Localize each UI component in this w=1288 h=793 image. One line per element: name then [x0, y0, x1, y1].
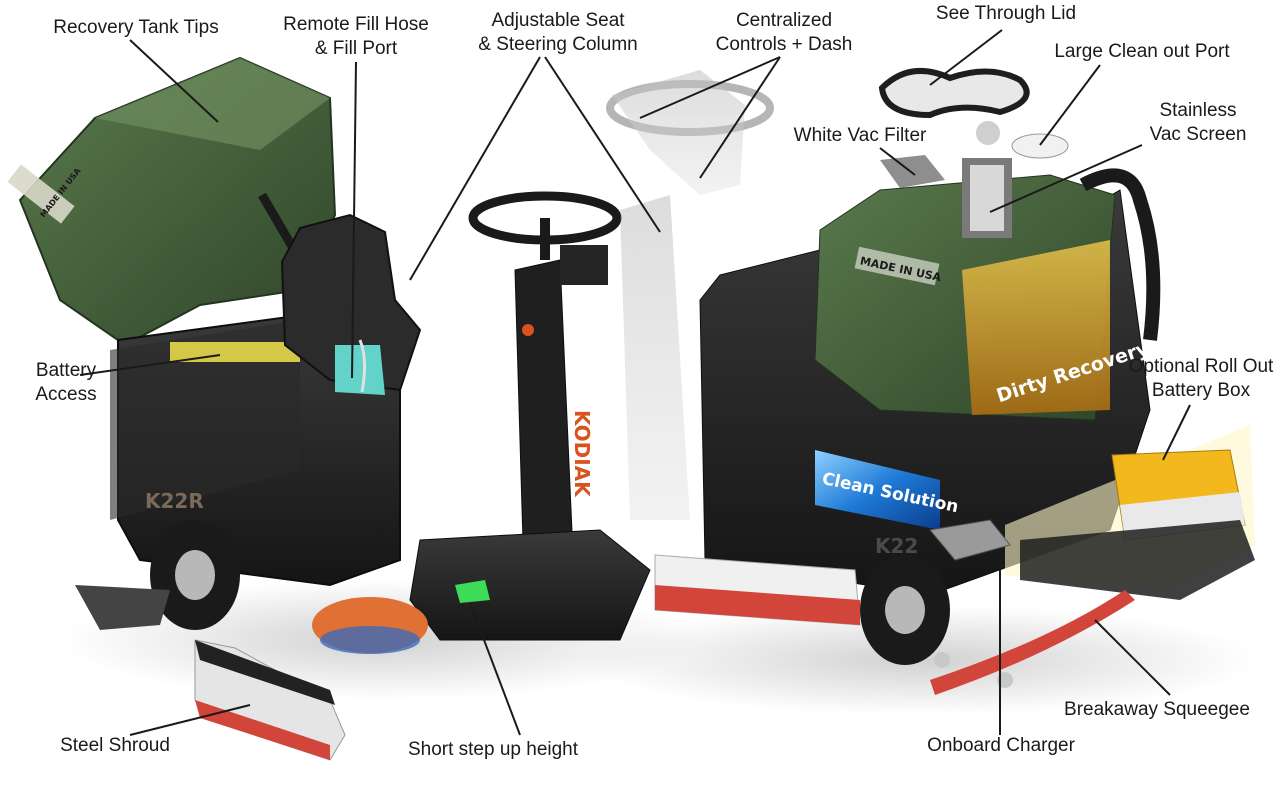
onboard-charger: [929, 519, 1011, 561]
breakaway-squeegee-blade: [930, 590, 1135, 695]
dirty-recovery-window: [962, 240, 1110, 415]
stainless-vac-screen: [1011, 133, 1069, 159]
left-side-panel: [110, 320, 300, 520]
clean-solution-panel: [815, 450, 940, 530]
callout-centralized-controls: Centralized Controls + Dash: [715, 10, 853, 55]
callout-short-step-up-height: Short step up height: [407, 739, 579, 760]
ghost-seat-column: [606, 70, 774, 520]
callout-see-through-lid: See Through Lid: [935, 3, 1077, 24]
step-deck: [409, 529, 651, 641]
callout-steel-shroud: Steel Shroud: [60, 735, 170, 756]
made-in-usa-plate: [7, 164, 75, 224]
model-badge-left: K22R: [145, 489, 204, 513]
pedal-green: [455, 580, 490, 603]
callout-large-clean-out-port: Large Clean out Port: [1054, 41, 1230, 62]
emergency-stop: [522, 324, 534, 336]
battery-tray: [1020, 520, 1255, 600]
operator-seat: [280, 213, 422, 392]
fill-hose: [358, 339, 367, 393]
squeegee-left: [75, 585, 170, 630]
callout-remote-fill-hose: Remote Fill Hose & Fill Port: [283, 14, 429, 59]
tank-top-face: [95, 58, 330, 150]
callout-stainless-vac-screen: Stainless Vac Screen: [1149, 100, 1247, 145]
float-ball: [976, 121, 1000, 145]
vac-hose: [1079, 168, 1161, 341]
callout-breakaway-squeegee: Breakaway Squeegee: [1064, 699, 1250, 720]
model-badge-right: K22: [875, 534, 918, 558]
left-machine: MADE IN USA K22R KODIAK: [7, 56, 651, 761]
callout-battery-access: Battery Access: [35, 360, 97, 405]
callout-optional-roll-out-battery: Optional Roll Out Battery Box: [1128, 356, 1274, 401]
right-machine: MADE IN USA Dirty Recovery Clean Solutio…: [654, 68, 1255, 695]
callout-adjustable-seat: Adjustable Seat & Steering Column: [478, 10, 638, 55]
callout-recovery-tank-tips: Recovery Tank Tips: [53, 17, 219, 38]
callout-white-vac-filter: White Vac Filter: [793, 125, 927, 146]
brand-vertical: KODIAK: [570, 410, 594, 498]
dash-panel: [560, 245, 608, 285]
callout-onboard-charger: Onboard Charger: [927, 735, 1075, 756]
white-vac-filter: [880, 155, 945, 188]
see-through-lid: [878, 68, 1030, 119]
fill-port: [335, 345, 385, 395]
leader-lines: [79, 29, 1191, 736]
made-in-usa-plate-right: [854, 246, 940, 286]
